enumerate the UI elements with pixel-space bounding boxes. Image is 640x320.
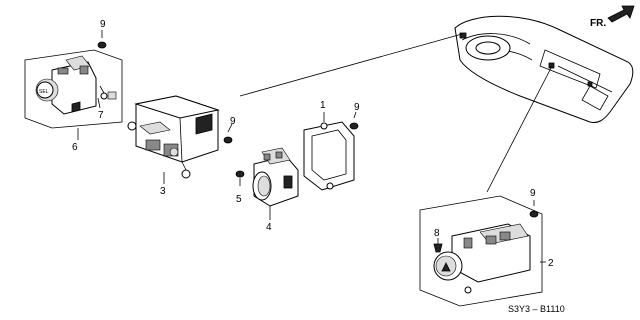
callout-9-right: 9	[354, 102, 360, 113]
leader-line-upper	[239, 33, 463, 97]
callout-8: 8	[434, 228, 440, 239]
part-2-group	[419, 195, 543, 307]
screw-9-right	[349, 111, 359, 130]
part-1-bezel	[303, 121, 355, 191]
callout-9-lower-right: 9	[530, 188, 536, 199]
callout-2: 2	[548, 258, 554, 269]
direction-label: FR.	[590, 18, 606, 29]
bulb-part-7	[99, 85, 117, 100]
callout-5: 5	[236, 194, 242, 205]
sel-glyph: SEL	[39, 89, 49, 95]
part-6-group: SEL	[24, 49, 123, 129]
leader-line-lower	[486, 65, 553, 193]
callout-6: 6	[72, 142, 78, 153]
callout-labels: 9 7 6 9 3 5 4 1 9 9 8 2	[72, 19, 554, 269]
callout-leaders	[77, 112, 546, 263]
callout-7: 7	[98, 110, 104, 121]
callout-4: 4	[266, 222, 272, 233]
bulb-part-8	[433, 238, 443, 253]
callout-1: 1	[320, 100, 326, 111]
screw-9-mid	[223, 123, 233, 144]
screw-9-lower-right	[529, 200, 539, 218]
callout-3: 3	[160, 186, 166, 197]
front-direction-arrow: FR.	[590, 5, 635, 29]
part-4-switch	[252, 147, 299, 207]
screw-9-top-left	[97, 30, 107, 49]
dashboard-panel	[454, 15, 634, 123]
callout-9-mid: 9	[230, 116, 236, 127]
part-3-unit	[127, 95, 220, 179]
screw-5	[235, 170, 245, 186]
diagram-code: S3Y3 – B1110	[508, 304, 565, 314]
callout-9-top-left: 9	[100, 19, 106, 30]
